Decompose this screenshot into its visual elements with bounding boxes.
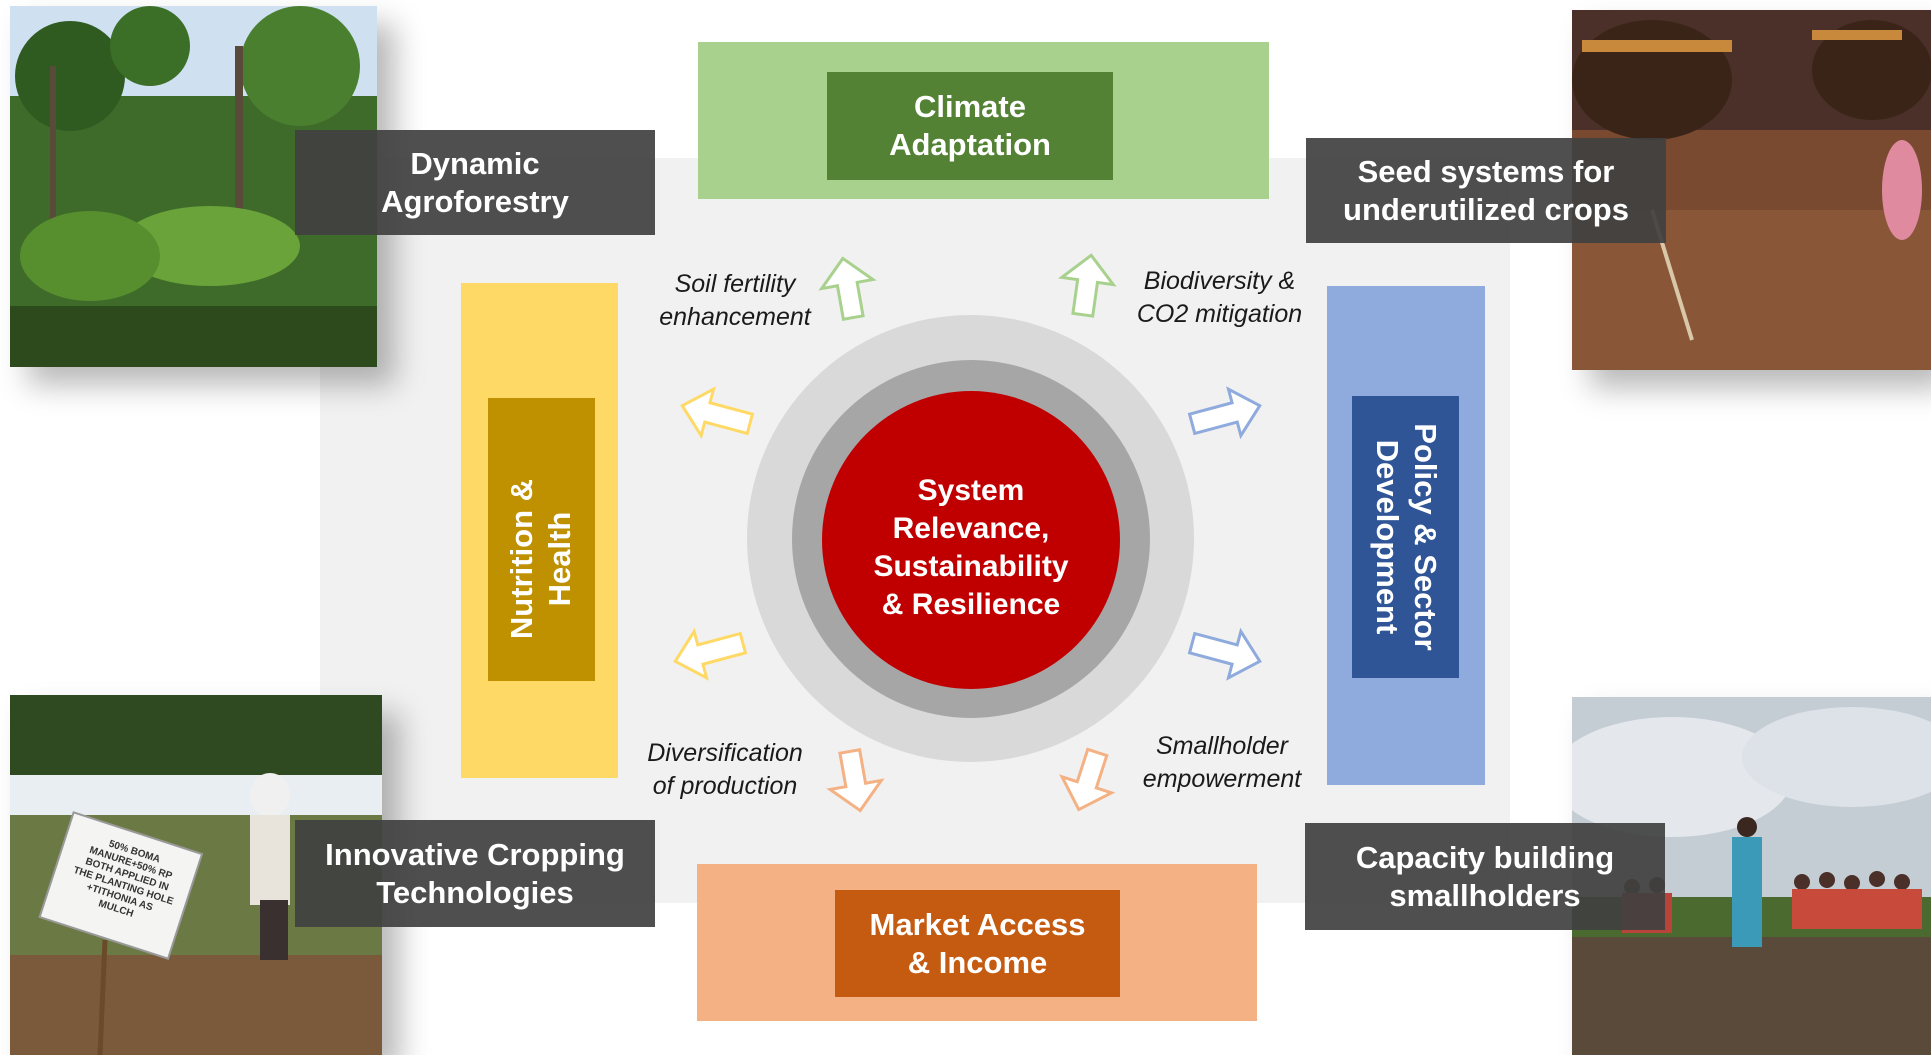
capacity-building-label: Capacity building smallholders xyxy=(1305,823,1665,930)
policy-sector-inner xyxy=(1352,396,1459,678)
arrow-left-upper-yellow xyxy=(680,386,755,440)
biodiversity-label: Biodiversity & CO2 mitigation xyxy=(1136,267,1303,328)
arrow-down-right-orange xyxy=(1059,747,1116,812)
arrow-up-left-green xyxy=(818,256,877,322)
seed-systems-label: Seed systems for underutilized crops xyxy=(1306,138,1666,243)
market-access-box: Market Access & Income xyxy=(835,890,1120,997)
diversification-label: Diversification of production xyxy=(647,739,803,800)
innovative-cropping-label: Innovative Cropping Technologies xyxy=(295,820,655,927)
center-circle xyxy=(822,391,1120,689)
center-title: System Relevance, Sustainability & Resil… xyxy=(873,474,1069,621)
climate-adaptation-box: Climate Adaptation xyxy=(827,72,1113,180)
soil-fertility-label: Soil fertility enhancement xyxy=(659,270,811,331)
agroforestry-photo xyxy=(10,6,377,367)
arrow-right-upper-blue xyxy=(1187,386,1262,440)
nutrition-health-label: Nutrition & Health xyxy=(504,478,577,640)
arrow-left-lower-yellow xyxy=(673,627,748,681)
arrow-down-left-orange xyxy=(826,747,885,813)
policy-sector-label: Policy & Sector Development xyxy=(1370,423,1443,651)
arrow-right-lower-blue xyxy=(1187,627,1262,681)
dynamic-agroforestry-label: Dynamic Agroforestry xyxy=(295,130,655,235)
cropping-photo: 50% BOMA MANURE+50% RP BOTH APPLIED IN T… xyxy=(10,695,382,1055)
smallholder-label: Smallholder empowerment xyxy=(1142,732,1302,793)
nutrition-health-inner xyxy=(488,398,595,681)
arrow-up-right-green xyxy=(1058,253,1117,318)
